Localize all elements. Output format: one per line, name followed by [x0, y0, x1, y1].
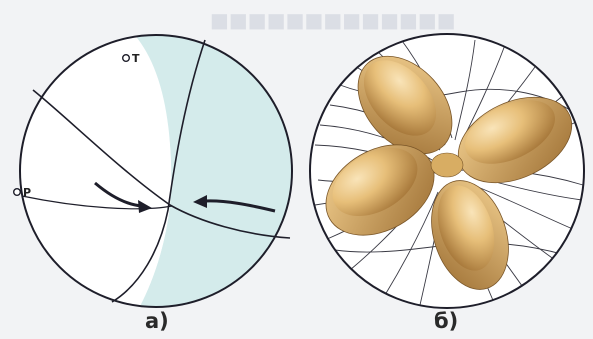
slip-arrow-left-head	[138, 200, 152, 213]
slip-arrow-right	[204, 199, 276, 213]
nodal-plane-2	[111, 39, 206, 303]
panel-b-radiation-pattern	[309, 33, 585, 309]
bg-text-line-1: ■■■■■■■■■■■■■	[210, 8, 456, 32]
lobe-lower-left	[325, 144, 435, 236]
lobe-upper-right	[457, 96, 573, 184]
slip-arrow-right-head	[193, 195, 207, 208]
auxiliary-line	[21, 195, 173, 210]
point-p-label: P	[23, 186, 31, 199]
lobe-lower-right	[431, 180, 509, 290]
point-t-marker	[121, 54, 130, 63]
sphere-a-outline	[19, 34, 293, 308]
caption-panel-b: б)	[434, 309, 459, 333]
lobe-upper-left	[357, 55, 453, 155]
point-t-label: T	[132, 52, 140, 65]
point-p-marker	[12, 187, 21, 196]
nodal-plane-1	[32, 89, 291, 239]
lobe-center	[430, 152, 464, 178]
panel-a-stereonet: T P	[12, 34, 293, 308]
caption-panel-a: а)	[145, 309, 169, 333]
sphere-b-outline	[309, 33, 585, 309]
